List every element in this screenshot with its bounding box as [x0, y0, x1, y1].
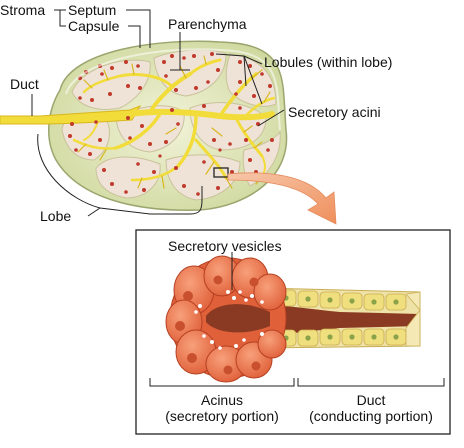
acinus-illustration [165, 252, 421, 383]
secretory-acini-dots [68, 52, 274, 196]
capsule-rim [65, 48, 281, 131]
label-acinus: Acinus (secretory portion) [146, 392, 298, 424]
label-septum: Septum [68, 2, 117, 18]
label-parenchyma: Parenchyma [168, 16, 247, 32]
label-duct-bottom: Duct (conducting portion) [296, 392, 446, 424]
duct-branches-thin [77, 55, 271, 189]
zoom-marker [213, 167, 229, 178]
secretory-vesicle-dots [194, 290, 264, 350]
acinus-cells [165, 255, 287, 383]
label-capsule: Capsule [68, 18, 120, 34]
label-stroma: Stroma [0, 2, 46, 18]
leader-lines [31, 9, 285, 217]
label-acinus-sub: (secretory portion) [165, 408, 279, 424]
label-duct-sub: (conducting portion) [309, 408, 433, 424]
callout-arrow [227, 172, 337, 225]
label-acinus-title: Acinus [200, 392, 244, 408]
portion-brackets [149, 378, 445, 387]
lobule [95, 156, 161, 199]
label-duct-top: Duct [10, 76, 39, 92]
label-secretory-acini: Secretory acini [288, 104, 381, 120]
gland-illustration [0, 40, 288, 211]
label-secretory-vesicles: Secretory vesicles [168, 238, 282, 254]
acinus-cell-nuclei [175, 275, 261, 375]
acinus-lumen [206, 304, 270, 333]
label-duct-title: Duct [356, 392, 386, 408]
duct-cut-end [405, 291, 421, 347]
label-lobe: Lobe [40, 208, 72, 224]
label-lobules: Lobules (within lobe) [264, 54, 393, 70]
